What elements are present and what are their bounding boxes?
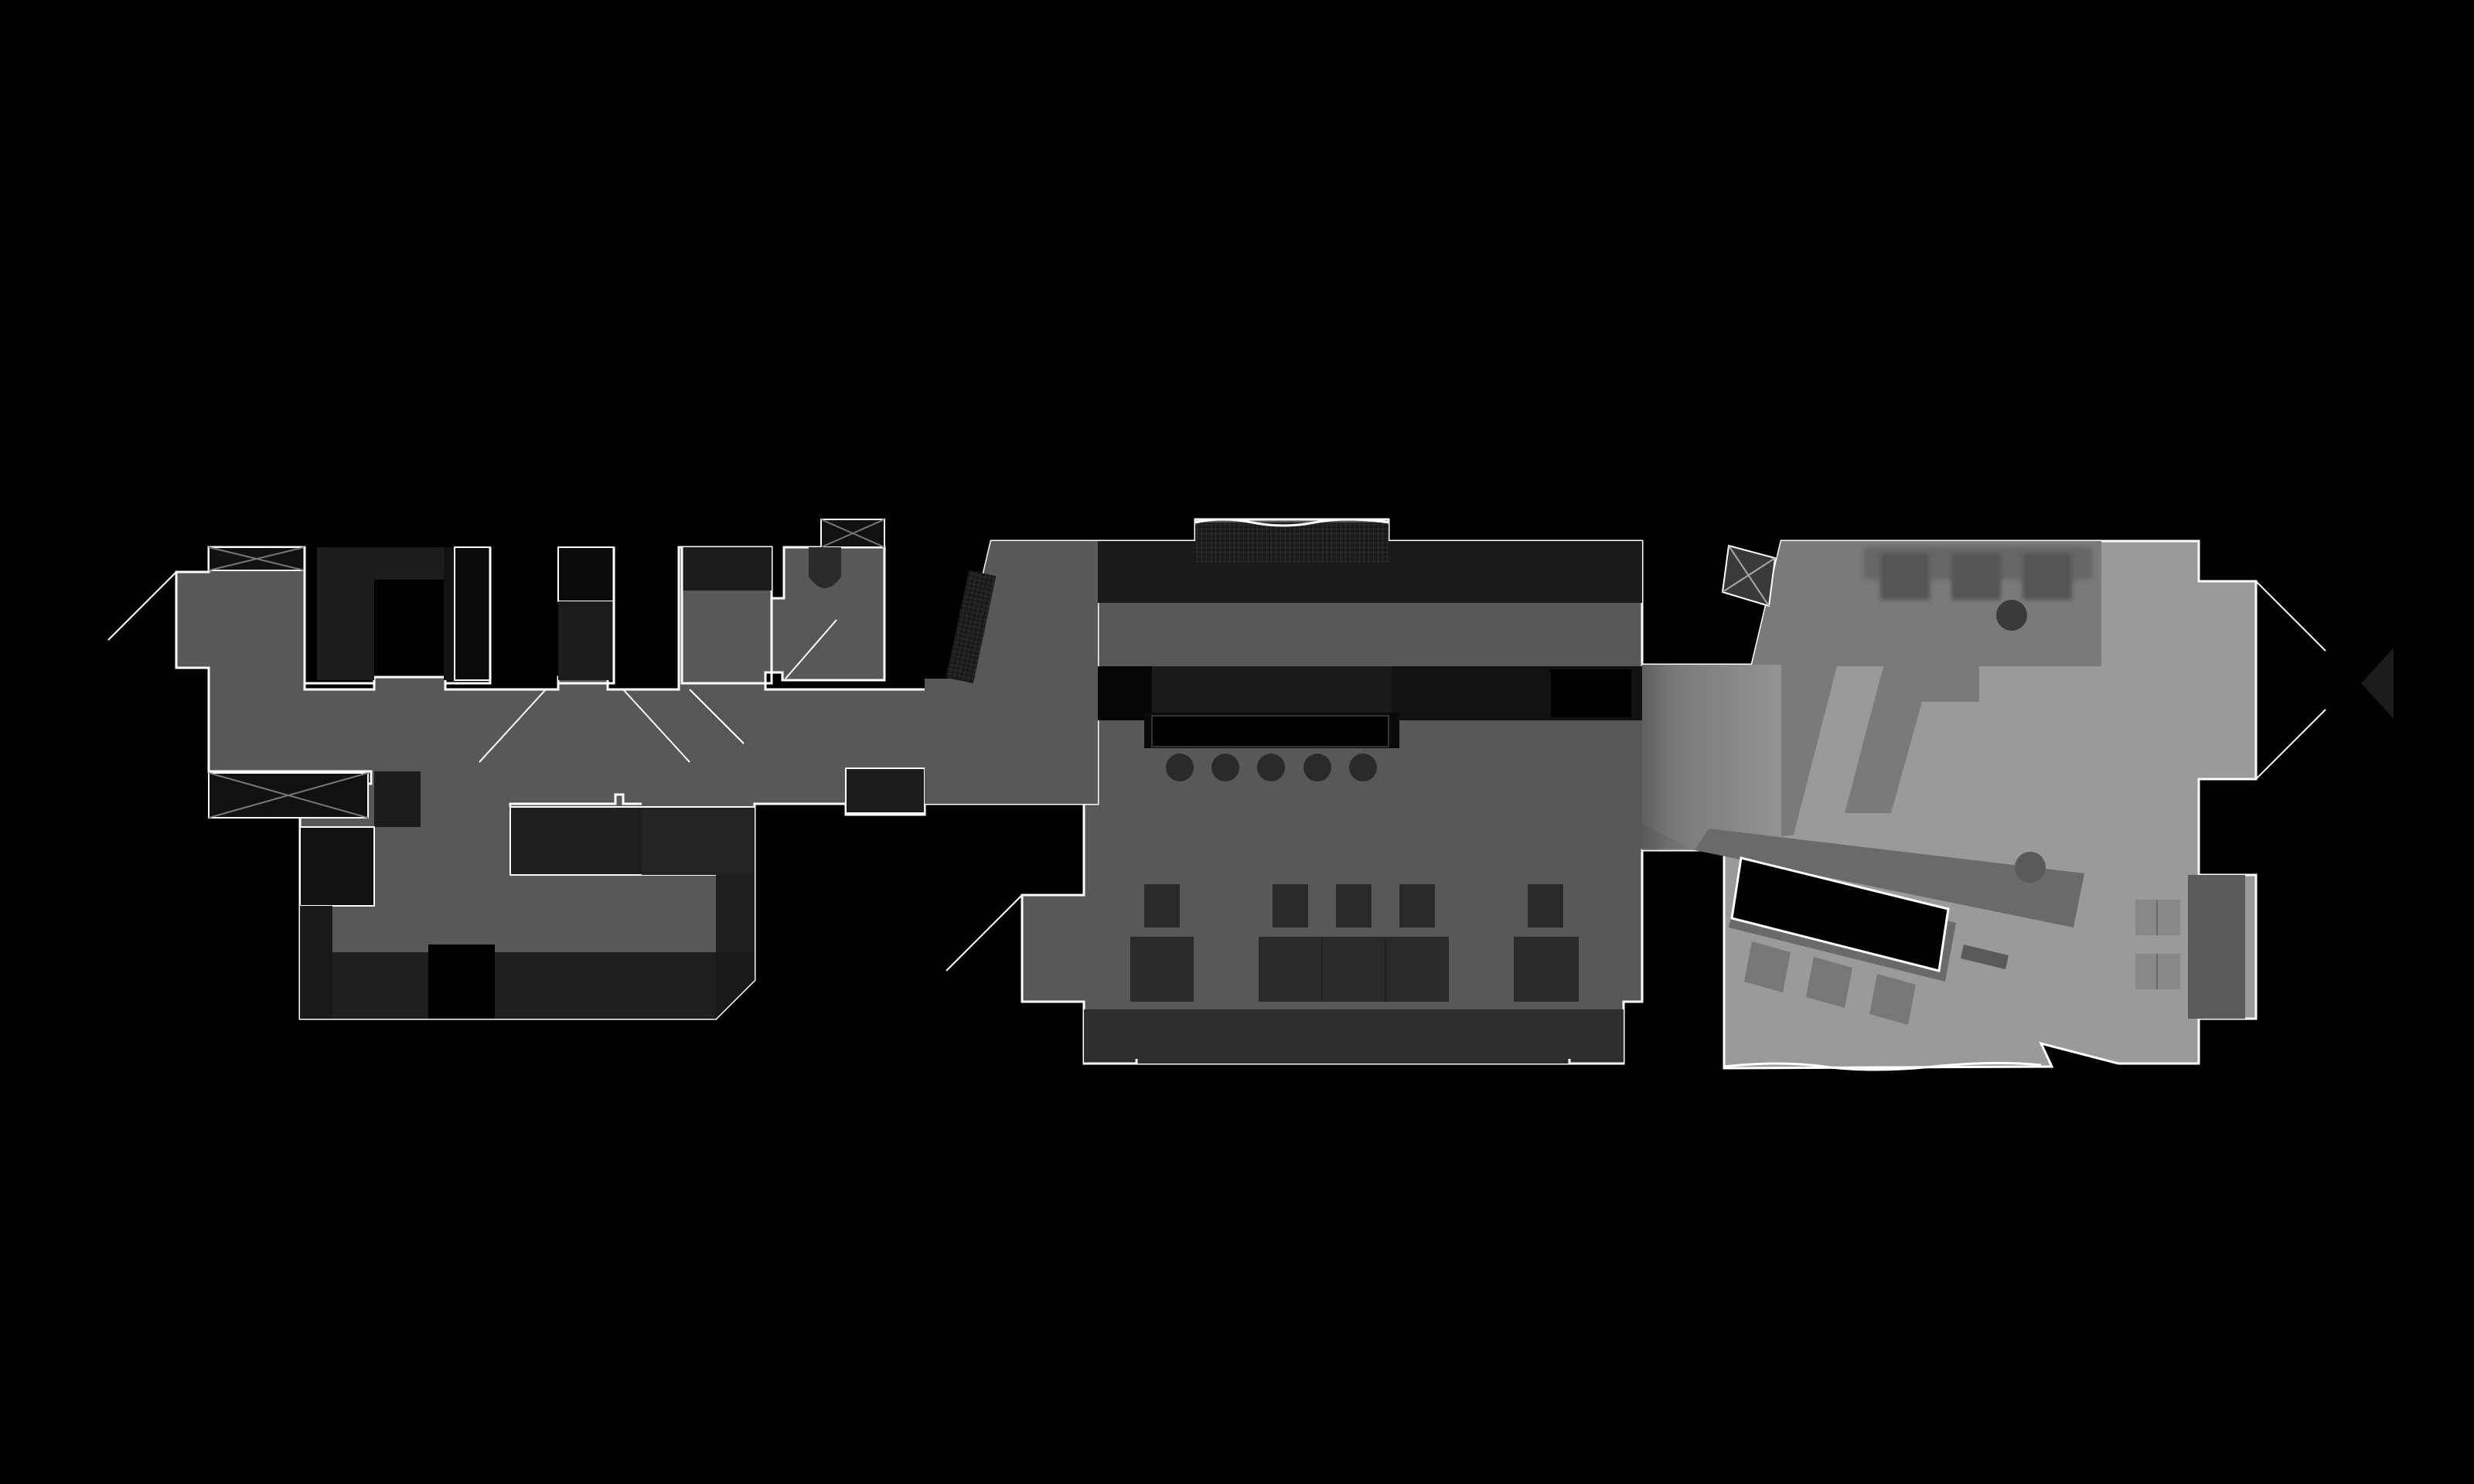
- lounge-chair: [1744, 941, 1791, 992]
- pillar: [1996, 600, 2027, 631]
- bench-arm: [1961, 945, 2009, 969]
- toilet: [809, 547, 841, 588]
- wall: [299, 826, 375, 907]
- chair: [1273, 884, 1308, 928]
- terrace: [1642, 539, 2326, 1071]
- entry-stair-line: [946, 894, 1023, 972]
- terrace-bar: [1695, 829, 2084, 928]
- banquette: [1084, 1009, 1624, 1064]
- bar-stool: [1303, 754, 1331, 781]
- locker: [444, 547, 455, 680]
- dining-floor-link: [925, 541, 1098, 804]
- planter: [2022, 553, 2072, 600]
- entry-stair-line: [2255, 709, 2326, 780]
- stairs-icon: [1721, 544, 1777, 608]
- locker: [454, 546, 491, 681]
- mesh-screen: [1195, 522, 1389, 563]
- lounge-table: [1730, 856, 1950, 972]
- wall: [445, 547, 492, 685]
- lounge-chairs: [1744, 941, 1916, 1025]
- table: [1259, 937, 1449, 1002]
- bar-counter: [1551, 669, 1631, 717]
- stairs-icon: [208, 546, 305, 571]
- bar-stool: [1166, 754, 1194, 781]
- table: [1514, 937, 1579, 1002]
- bar-stools: [1166, 754, 1377, 781]
- cold-room: [557, 546, 615, 602]
- chair: [1144, 884, 1180, 928]
- wall: [680, 547, 773, 685]
- side-cabinet: [2188, 875, 2245, 1019]
- north-arrow-icon: [2361, 648, 2394, 719]
- fridge: [374, 771, 421, 827]
- cooking-line: [428, 945, 495, 1019]
- bar-stool: [1257, 754, 1285, 781]
- entry-stair-line: [2255, 580, 2326, 652]
- chair: [1399, 884, 1435, 928]
- wall-edge: [1084, 1059, 1624, 1065]
- bar-counter: [1151, 715, 1389, 747]
- planter: [1880, 553, 1930, 600]
- bar-counter: [1098, 666, 1152, 720]
- chair: [1336, 884, 1372, 928]
- wall-edge: [1723, 1061, 2042, 1071]
- pass-counter: [845, 768, 925, 814]
- mesh-screen: [946, 570, 997, 684]
- bar-stool: [1211, 754, 1239, 781]
- table: [1130, 937, 1194, 1002]
- stairs-icon: [208, 772, 369, 819]
- lounge-chair: [1806, 957, 1852, 1008]
- planter: [1951, 553, 2001, 600]
- terrace-gradient: [1642, 665, 1781, 850]
- wall-edge: [1194, 518, 1389, 527]
- office: [682, 547, 772, 591]
- wall: [509, 793, 642, 807]
- door-swing: [479, 689, 547, 763]
- table-divider: [1321, 937, 1386, 1002]
- door-swing: [622, 689, 690, 763]
- kitchen-counter: [716, 952, 755, 1019]
- kitchen-counter: [332, 952, 716, 1019]
- left-wing: [107, 519, 1099, 1020]
- planters: [1863, 547, 2092, 600]
- dining-hall: [925, 518, 1855, 1065]
- bar-counter-top: [1152, 666, 1392, 713]
- kitchen-counter: [642, 807, 755, 875]
- kitchen-counter: [716, 875, 755, 952]
- wall: [558, 547, 615, 685]
- kitchen-counter: [300, 906, 332, 1019]
- dining-tables: [1130, 884, 1579, 1002]
- door-swing: [785, 619, 837, 679]
- storage-room: [317, 547, 444, 580]
- door-swing: [689, 689, 745, 744]
- cold-room: [558, 601, 614, 680]
- wall: [303, 547, 374, 685]
- bar-stool: [1349, 754, 1377, 781]
- chair: [1528, 884, 1563, 928]
- entry-stair-line: [107, 571, 177, 641]
- storage-room: [317, 580, 374, 680]
- stairs-icon: [820, 519, 885, 548]
- lounge-chair: [1869, 974, 1916, 1025]
- pillar: [2015, 852, 2046, 883]
